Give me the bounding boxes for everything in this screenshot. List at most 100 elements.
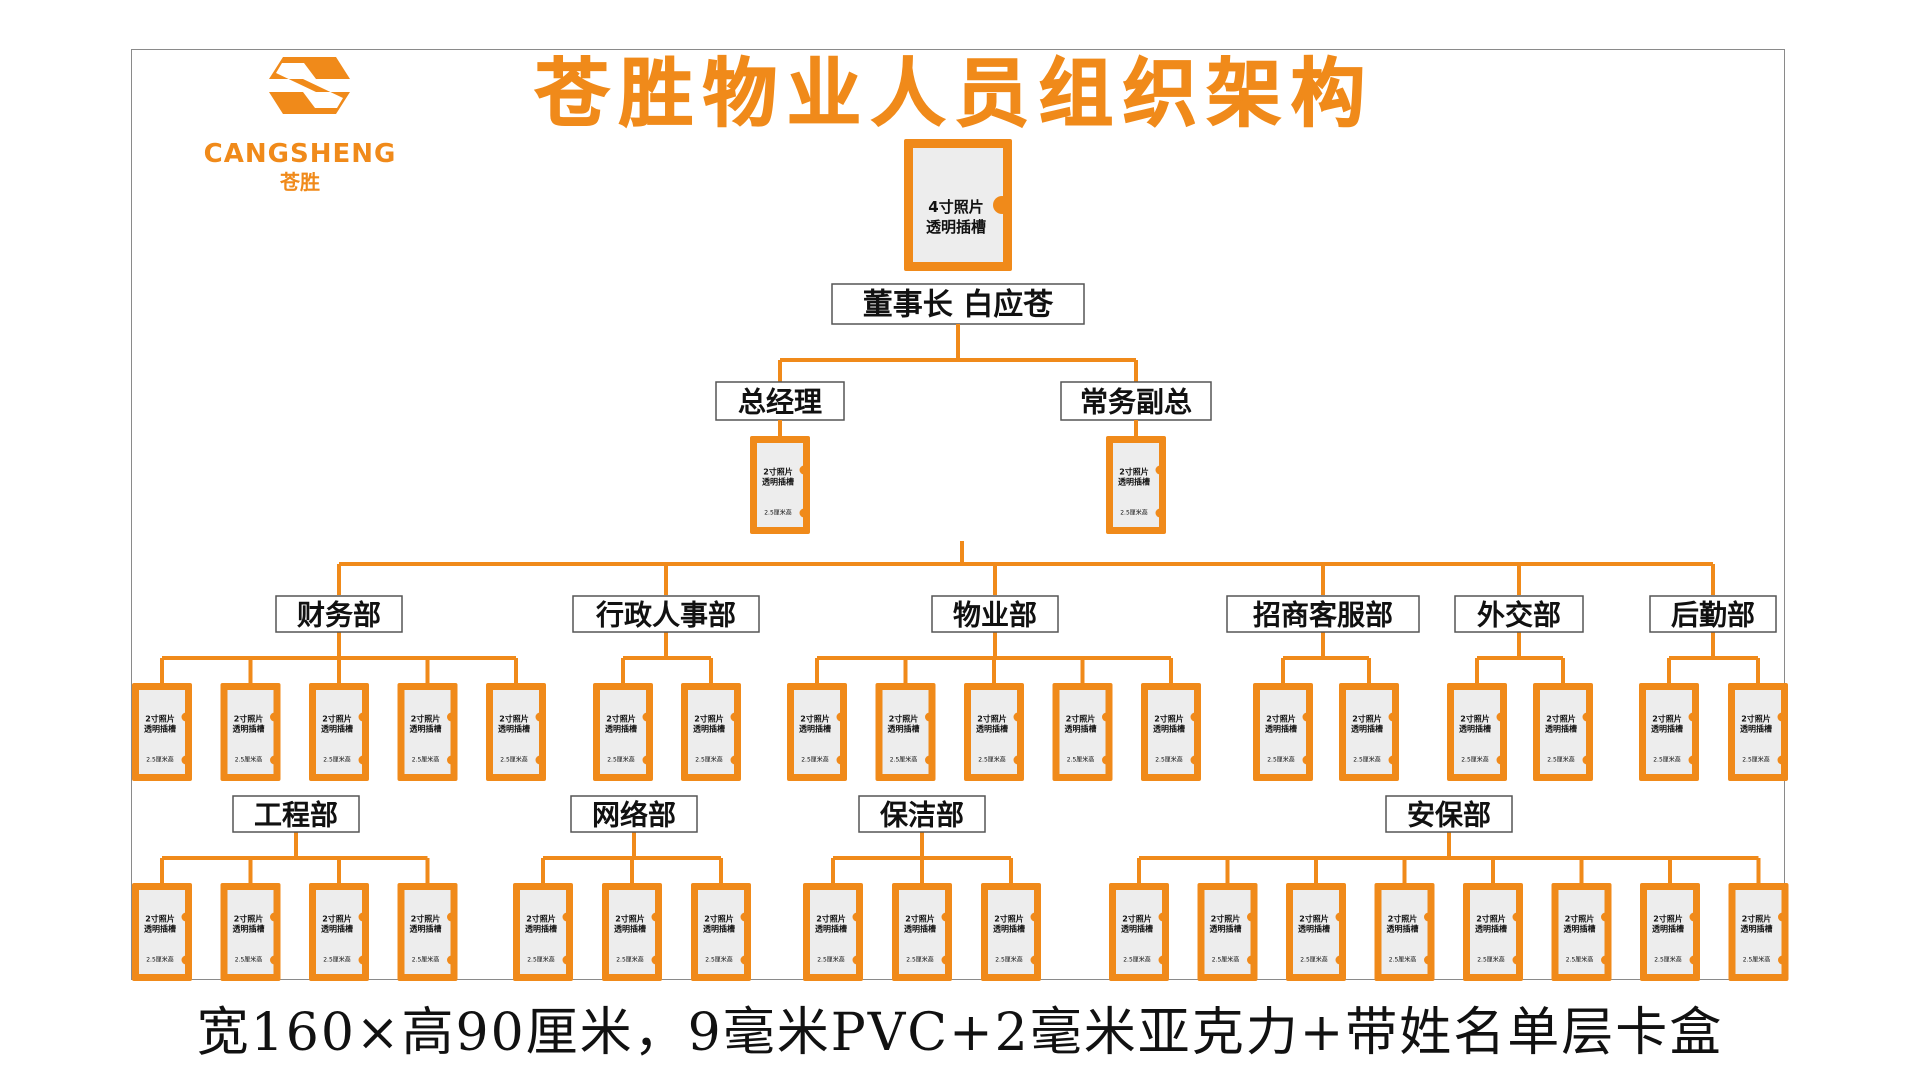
photo-caption: 透明插槽 [1153, 724, 1185, 734]
slot-notch-icon [270, 955, 279, 965]
slot-notch-icon [1247, 912, 1256, 922]
photo-size-note: 2.5厘米高 [235, 756, 263, 764]
photo-size-note: 2.5厘米高 [695, 756, 723, 764]
photo-size-note: 2.5厘米高 [1389, 956, 1417, 964]
cangsheng-s-logo-icon [269, 57, 350, 114]
photo-size-note: 2.5厘米高 [1267, 756, 1295, 764]
photo-caption: 2寸照片 [1546, 714, 1576, 724]
photo-caption: 透明插槽 [976, 724, 1008, 734]
photo-size-note: 2.5厘米高 [323, 956, 351, 964]
photo-caption: 2寸照片 [1352, 714, 1382, 724]
photo-size-note: 2.5厘米高 [412, 756, 440, 764]
slot-notch-icon [358, 912, 368, 922]
label-text: 招商客服部 [1253, 599, 1393, 632]
slot-notch-icon [270, 912, 279, 922]
photo-insert [1540, 690, 1586, 774]
slot-notch-icon [1247, 955, 1256, 965]
slot-notch-icon [1601, 955, 1610, 965]
photo-caption: 透明插槽 [233, 924, 265, 934]
slot-notch-icon [730, 755, 740, 765]
photo-insert [1260, 690, 1306, 774]
photo-caption: 透明插槽 [888, 724, 920, 734]
label-text: 行政人事部 [595, 599, 736, 632]
photo-size-note: 2.5厘米高 [995, 956, 1023, 964]
photo-caption: 透明插槽 [1459, 724, 1491, 734]
label-box [1649, 595, 1777, 633]
photo-insert [882, 690, 929, 774]
photo-insert [316, 690, 362, 774]
photo-insert [1204, 890, 1251, 974]
photo-size-note: 2.5厘米高 [1123, 956, 1151, 964]
photo-size-note: 2.5厘米高 [235, 956, 263, 964]
photo-caption: 2寸照片 [606, 714, 636, 724]
slot-notch-icon [1496, 712, 1506, 722]
slot-notch-icon [941, 912, 951, 922]
label-box [931, 595, 1059, 633]
slot-notch-icon [1102, 712, 1111, 722]
slot-notch-icon [1302, 755, 1312, 765]
photo-size-note: 2.5厘米高 [616, 956, 644, 964]
slot-notch-icon [447, 755, 456, 765]
slot-notch-icon [562, 955, 572, 965]
slot-notch-icon [447, 712, 456, 722]
photo-caption: 2寸照片 [1653, 914, 1683, 924]
photo-caption: 2寸照片 [1476, 914, 1506, 924]
photo-size-note: 2.5厘米高 [323, 756, 351, 764]
photo-caption: 透明插槽 [904, 924, 936, 934]
photo-caption: 2寸照片 [615, 914, 645, 924]
photo-insert [1346, 690, 1392, 774]
photo-caption: 2寸照片 [499, 714, 529, 724]
photo-caption: 2寸照片 [889, 714, 919, 724]
photo-size-note: 2.5厘米高 [906, 956, 934, 964]
photo-caption: 2寸照片 [1388, 914, 1418, 924]
label-text: 总经理 [738, 386, 822, 419]
photo-caption: 2寸照片 [905, 914, 935, 924]
slot-notch-icon [1155, 465, 1165, 475]
photo-size-note: 2.5厘米高 [1461, 756, 1489, 764]
photo-caption: 2寸照片 [234, 714, 264, 724]
slot-notch-icon [1777, 712, 1787, 722]
label-text: 网络部 [592, 799, 676, 832]
photo-insert [139, 890, 185, 974]
executive-label: 常务副总 [1060, 381, 1212, 421]
slot-notch-icon [1689, 955, 1699, 965]
photo-size-note: 2.5厘米高 [1654, 956, 1682, 964]
label-box [572, 595, 760, 633]
photo-caption: 透明插槽 [703, 924, 735, 934]
spec-caption: 宽160×高90厘米，9毫米PVC+2毫米亚克力+带姓名单层卡盒 [196, 1003, 1724, 1063]
photo-caption: 4寸照片 [928, 198, 983, 216]
photo-insert [1470, 890, 1516, 974]
slot-notch-icon [535, 755, 545, 765]
photo-caption: 2寸照片 [1119, 467, 1149, 477]
photo-insert [1454, 690, 1500, 774]
department-label: 行政人事部 [572, 595, 760, 633]
slot-notch-icon [1601, 912, 1610, 922]
photo-caption: 2寸照片 [800, 714, 830, 724]
slot-notch-icon [1496, 755, 1506, 765]
slot-notch-icon [358, 955, 368, 965]
slot-notch-icon [1778, 955, 1787, 965]
photo-size-note: 2.5厘米高 [978, 756, 1006, 764]
label-text: 后勤部 [1671, 599, 1755, 632]
photo-insert [971, 690, 1017, 774]
slot-notch-icon [799, 508, 809, 518]
photo-size-note: 2.5厘米高 [1212, 956, 1240, 964]
photo-size-note: 2.5厘米高 [705, 956, 733, 964]
photo-caption: 透明插槽 [1210, 924, 1242, 934]
slot-notch-icon [1190, 755, 1200, 765]
department-label: 外交部 [1454, 595, 1584, 633]
